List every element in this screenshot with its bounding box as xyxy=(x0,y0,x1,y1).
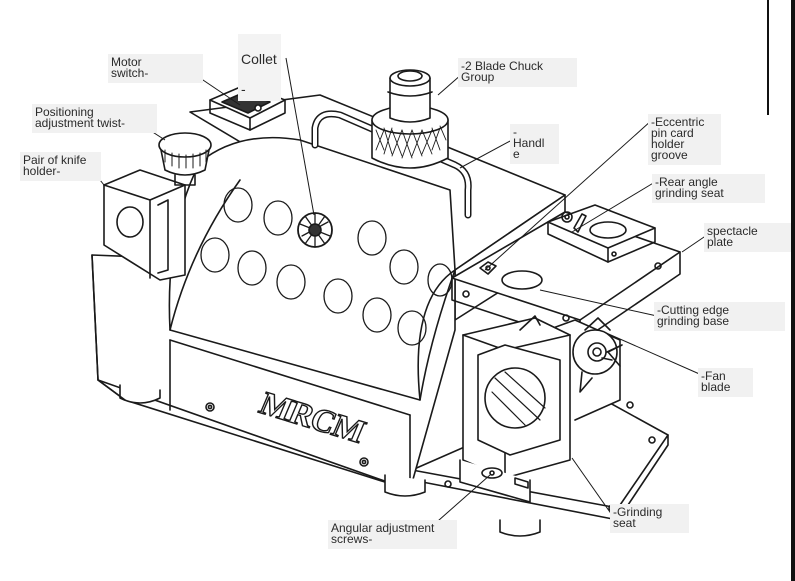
motor-switch-label: Motor switch- xyxy=(108,54,203,83)
handle-label: - Handl e xyxy=(510,124,559,164)
chuck-group-label: -2 Blade Chuck Group xyxy=(458,58,577,87)
fan-blade-label: -Fan blade xyxy=(698,368,753,397)
positioning-knob xyxy=(158,132,212,186)
collet-ball xyxy=(297,212,333,248)
collet-drum xyxy=(168,136,456,401)
angular-adjustment-label: Angular adjustment screws- xyxy=(328,520,457,549)
grinding-seat-drawing xyxy=(459,315,571,503)
collet-label-text: Collet xyxy=(241,51,277,67)
rear-angle-label: -Rear angle grinding seat xyxy=(652,174,765,203)
collet-label-dash: - xyxy=(241,81,246,97)
eccentric-label: -Eccentric pin card holder groove xyxy=(648,114,721,165)
grinding-seat-label: -Grinding seat xyxy=(610,504,689,533)
cutting-edge-label: -Cutting edge grinding base xyxy=(654,302,785,331)
frame-edge-inner xyxy=(767,0,769,115)
knife-holder-assembly xyxy=(91,169,186,401)
collet-label: Collet - xyxy=(238,34,281,101)
rear-angle-seat-drawing xyxy=(547,204,656,263)
frame-edge-right xyxy=(791,0,795,581)
chuck-group-drawing xyxy=(371,69,449,169)
knife-holder-label: Pair of knife holder- xyxy=(20,152,101,181)
positioning-label: Positioning adjustment twist- xyxy=(32,104,157,133)
spectacle-plate-label: spectacle plate xyxy=(704,223,791,252)
